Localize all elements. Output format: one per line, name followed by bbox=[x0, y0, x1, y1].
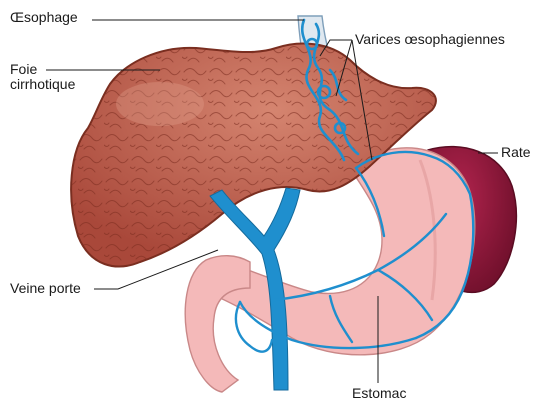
label-liver: Foie cirrhotique bbox=[10, 62, 75, 92]
label-varices: Varices œsophagiennes bbox=[355, 32, 505, 47]
label-spleen: Rate bbox=[501, 145, 531, 160]
label-stomach: Estomac bbox=[352, 386, 406, 401]
label-portal-vein: Veine porte bbox=[10, 281, 81, 296]
label-oesophagus: Œsophage bbox=[10, 10, 78, 25]
